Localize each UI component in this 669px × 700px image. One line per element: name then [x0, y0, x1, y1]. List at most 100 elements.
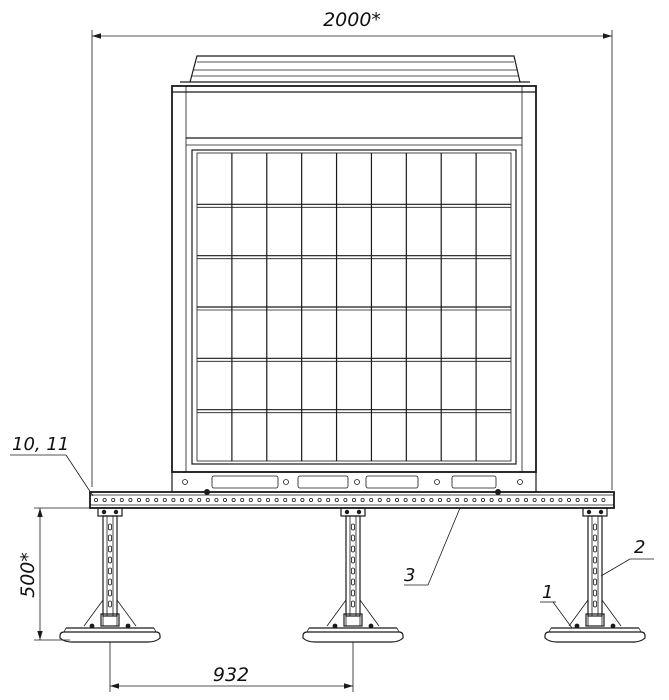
upright-slot [108, 567, 113, 575]
callout-2-label: 2 [634, 537, 645, 558]
rail-hole [567, 497, 572, 502]
rubber-base-plate [302, 631, 404, 643]
rail-hole [94, 497, 99, 502]
rail-hole [541, 497, 546, 502]
rail-hole [145, 497, 150, 502]
rail-hole [334, 497, 339, 502]
upright-slot [593, 600, 598, 608]
callout-1: 1 [540, 582, 573, 629]
rail-hole [446, 497, 451, 502]
rail-hole [489, 497, 494, 502]
leg-gusset [359, 598, 380, 627]
clamp-bolt [113, 509, 119, 515]
callout-1-label: 1 [542, 582, 553, 603]
leg-upright [587, 515, 603, 617]
upright-slot [593, 578, 598, 586]
rail-hole [584, 497, 589, 502]
rail-hole [386, 497, 391, 502]
rail-clamp [582, 507, 608, 517]
upright-slot [350, 600, 355, 608]
leg-gusset [83, 598, 104, 627]
rail-hole [601, 497, 606, 502]
rail-hole [274, 497, 279, 502]
rail-hole [472, 497, 477, 502]
rail-hole [429, 497, 434, 502]
support-legs [59, 507, 646, 643]
rail-hole [524, 497, 529, 502]
anchor-bolt [125, 623, 131, 629]
rail-hole [498, 497, 503, 502]
overall-width-dimension: 2000* [91, 9, 613, 490]
rail-hole [343, 497, 348, 502]
rail-hole [532, 497, 537, 502]
rail-hole [111, 497, 116, 502]
rail-hole [317, 497, 322, 502]
callout-3-label: 3 [404, 565, 415, 586]
clamp-bolt [101, 509, 107, 515]
upright-slot [350, 578, 355, 586]
rail-hole [403, 497, 408, 502]
clamp-bolt [356, 509, 362, 515]
rail-hole [214, 497, 219, 502]
upright-slot [350, 589, 355, 597]
rail-hole [549, 497, 554, 502]
rail-hole [506, 497, 511, 502]
base-plate-edge [63, 627, 67, 633]
rail-hole [283, 497, 288, 502]
rail-hole [326, 497, 331, 502]
upright-slot [108, 600, 113, 608]
rail-hole [291, 497, 296, 502]
clamp-bolt [598, 509, 604, 515]
support-leg [544, 507, 646, 643]
leg-foot-bracket [585, 613, 605, 627]
rail-hole [102, 497, 107, 502]
upright-slot [108, 556, 113, 564]
rail-hole [171, 497, 176, 502]
anchor-bolt [368, 623, 374, 629]
rail-hole [308, 497, 313, 502]
rail-hole [240, 497, 245, 502]
upright-slot [593, 589, 598, 597]
leg-upright [102, 515, 118, 617]
upright-slot [350, 545, 355, 553]
upright-slot [350, 567, 355, 575]
rail-hole [369, 497, 374, 502]
upright-slot [350, 534, 355, 542]
upright-slot [593, 567, 598, 575]
perforated-rail [89, 491, 615, 509]
base-plate-edge [548, 627, 552, 633]
upright-slot [350, 556, 355, 564]
rail-hole [455, 497, 460, 502]
rail-hole [420, 497, 425, 502]
leg-spacing-dimension: 932 [109, 642, 354, 692]
rail-clamp [97, 507, 123, 517]
anchor-bolt [574, 623, 580, 629]
callout-2: 2 [600, 537, 654, 577]
leg-gusset [116, 598, 137, 627]
rail-hole [179, 497, 184, 502]
base-plate-edge [306, 627, 310, 633]
rail-hole [257, 497, 262, 502]
rail-hole [394, 497, 399, 502]
rail-hole [188, 497, 193, 502]
upright-slot [108, 589, 113, 597]
leg-gusset [601, 598, 622, 627]
rail-hole [351, 497, 356, 502]
clamp-bolt [586, 509, 592, 515]
upright-slot [108, 534, 113, 542]
upright-slot [593, 534, 598, 542]
unit-top-cap [180, 55, 530, 83]
anchor-bolt [89, 623, 95, 629]
rail-hole [360, 497, 365, 502]
anchor-bolt [332, 623, 338, 629]
rail-hole [412, 497, 417, 502]
rail-hole [265, 497, 270, 502]
rail-hole [575, 497, 580, 502]
leg-upright [345, 515, 361, 617]
callout-10-11-label: 10, 11 [12, 434, 69, 455]
upright-slot [350, 523, 355, 531]
upright-slot [593, 545, 598, 553]
stand-height-label: 500* [17, 552, 39, 598]
rail-hole [515, 497, 520, 502]
